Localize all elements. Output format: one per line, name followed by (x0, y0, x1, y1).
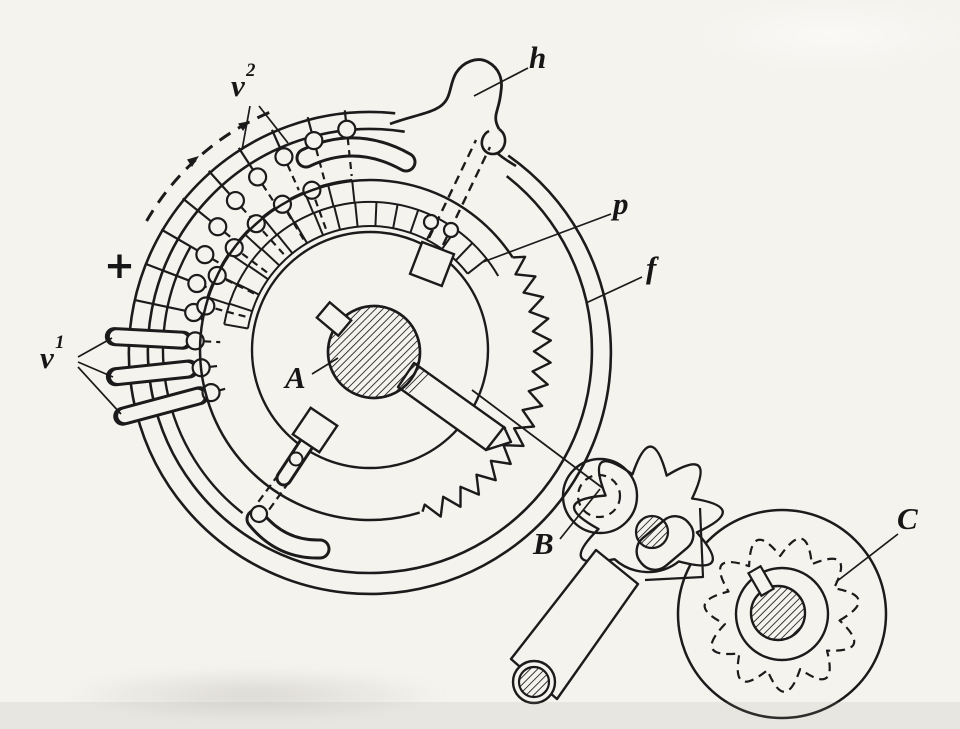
upper-lever (408, 139, 492, 288)
label-v2: v2 (231, 62, 256, 103)
label-v1-sup: 1 (55, 332, 66, 354)
gear-c-teeth-and-hub (703, 537, 860, 693)
casing-ring-f (127, 110, 613, 596)
label-v1-base: v (40, 340, 55, 375)
link-line (471, 389, 609, 493)
label-plus: + (104, 244, 136, 287)
label-v2-base: v (231, 68, 246, 103)
label-h: h (529, 40, 548, 75)
label-v2-sup: 2 (246, 60, 257, 82)
label-p: p (613, 186, 630, 221)
drive-gear-b (509, 445, 724, 705)
leader-lines (77, 67, 899, 583)
ratchet-plate-p (198, 178, 552, 522)
gear-c-discs (676, 508, 888, 720)
handle-lug-h (389, 58, 517, 168)
label-c: C (897, 501, 919, 536)
lower-lever (249, 406, 339, 524)
label-b: B (533, 526, 555, 561)
label-v1: v1 (40, 334, 65, 375)
hub-shaft-a-with-pawl (315, 300, 513, 452)
label-f: f (646, 250, 658, 285)
label-a: A (285, 360, 307, 395)
